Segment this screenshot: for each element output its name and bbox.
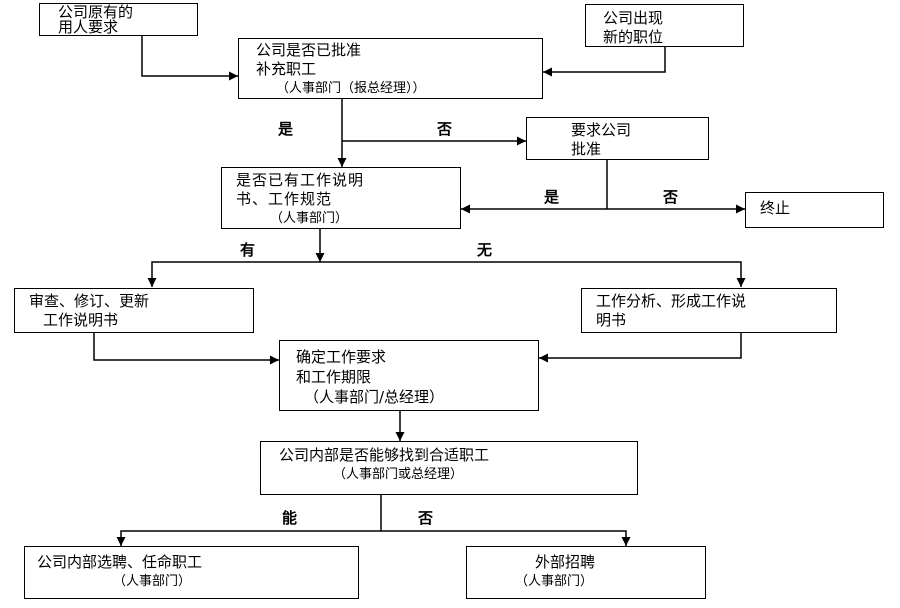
- node-line: 补充职工: [256, 60, 317, 78]
- connector-review-to-determine: [93, 332, 279, 365]
- node-line: 工作分析、形成工作说: [596, 292, 747, 310]
- node-line: 批准: [571, 140, 602, 158]
- node-approve-hire: 公司是否已批准 补充职工 （人事部门（报总经理））: [238, 38, 543, 99]
- label-no-request: 否: [663, 188, 679, 206]
- node-line: 明书: [596, 311, 627, 329]
- connector-find-can: [116, 530, 381, 546]
- node-internal-find: 公司内部是否能够找到合适职工 （人事部门或总经理）: [260, 441, 638, 495]
- node-review-update: 审查、修订、更新 工作说明书: [14, 288, 254, 333]
- node-line: 和工作期限: [296, 368, 372, 386]
- node-line: （人事部门）: [113, 574, 192, 589]
- node-request-approval: 要求公司 批准: [526, 117, 709, 160]
- node-line: （人事部门或总经理）: [333, 467, 464, 482]
- node-line: 公司出现: [603, 9, 664, 27]
- node-internal-hire: 公司内部选聘、任命职工 （人事部门）: [24, 546, 359, 599]
- node-line: 用人要求: [58, 18, 119, 36]
- node-line: 审查、修订、更新: [29, 292, 150, 310]
- node-line: 公司内部选聘、任命职工: [37, 553, 203, 571]
- label-can: 能: [282, 509, 298, 527]
- node-line: 工作说明书: [43, 311, 119, 329]
- node-line: 公司是否已批准: [256, 41, 362, 59]
- node-has-job-description: 是否已有工作说明 书、工作规范 （人事部门）: [221, 167, 461, 229]
- node-terminate: 终止: [745, 192, 884, 228]
- node-line: 书、工作规范: [236, 190, 333, 208]
- node-external-hire: 外部招聘 （人事部门）: [466, 546, 706, 599]
- node-line: 公司原有的: [58, 3, 134, 21]
- label-yes-request: 是: [544, 188, 560, 206]
- node-new-position: 公司出现 新的职位: [585, 4, 744, 47]
- node-line: 确定工作要求: [296, 348, 387, 366]
- label-no-find: 否: [418, 509, 434, 527]
- node-line: 外部招聘: [535, 553, 596, 571]
- node-line: （人事部门）: [270, 211, 349, 226]
- node-line: 新的职位: [603, 28, 664, 46]
- connector-new-to-approve: [543, 45, 666, 77]
- connector-jobdesc-none: [320, 261, 746, 287]
- node-job-analysis: 工作分析、形成工作说 明书: [581, 288, 837, 333]
- connector-find-no: [381, 530, 631, 546]
- label-have: 有: [240, 241, 256, 259]
- node-line: （人事部门）: [515, 574, 594, 589]
- node-existing-need: 公司原有的 用人要求: [39, 3, 198, 36]
- connector-analysis-to-determine: [539, 332, 742, 363]
- node-determine-requirements: 确定工作要求 和工作期限 （人事部门/总经理）: [279, 340, 539, 411]
- node-line: （人事部门（报总经理））: [276, 81, 426, 96]
- label-none: 无: [477, 241, 493, 259]
- connector-existing-to-approve: [141, 35, 238, 81]
- label-no-approve: 否: [437, 120, 453, 138]
- node-line: 公司内部是否能够找到合适职工: [279, 446, 490, 464]
- node-line: 终止: [760, 199, 791, 217]
- connector-jobdesc-have: [147, 261, 320, 287]
- label-yes-approve: 是: [278, 120, 294, 138]
- node-line: 要求公司: [571, 121, 632, 139]
- node-line: 是否已有工作说明: [236, 171, 365, 189]
- node-line: （人事部门/总经理）: [304, 388, 445, 406]
